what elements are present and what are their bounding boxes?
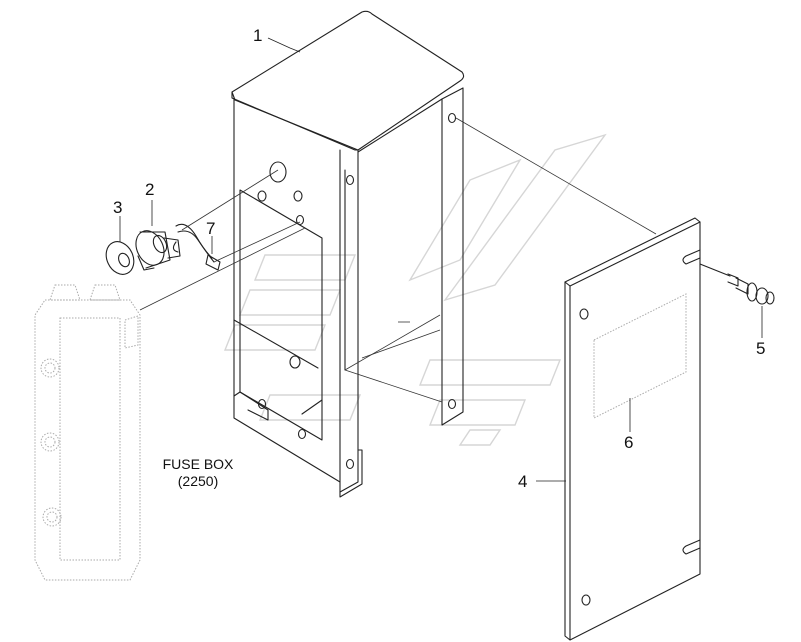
callout-4: 4 bbox=[518, 472, 528, 491]
callout-6: 6 bbox=[624, 433, 634, 452]
fuse-box bbox=[34, 284, 141, 581]
part-5-bolt bbox=[699, 263, 775, 305]
part-4-cover-plate bbox=[564, 217, 701, 641]
assembly-center-lines bbox=[139, 117, 657, 323]
callout-3: 3 bbox=[113, 198, 123, 217]
fuse-box-label-code: (2250) bbox=[177, 473, 219, 489]
part-2-switch bbox=[135, 230, 181, 271]
fuse-box-label: FUSE BOX (2250) bbox=[143, 456, 253, 490]
leader-lines bbox=[119, 37, 763, 482]
callout-7: 7 bbox=[206, 219, 216, 238]
fuse-box-label-name: FUSE BOX bbox=[162, 456, 234, 472]
part-1-housing bbox=[231, 10, 465, 498]
callout-1: 1 bbox=[253, 26, 263, 45]
watermark-logo bbox=[223, 133, 607, 446]
callout-2: 2 bbox=[145, 180, 155, 199]
callout-5: 5 bbox=[756, 339, 766, 358]
part-3-washer bbox=[105, 241, 135, 275]
part-7-wire bbox=[172, 223, 221, 271]
